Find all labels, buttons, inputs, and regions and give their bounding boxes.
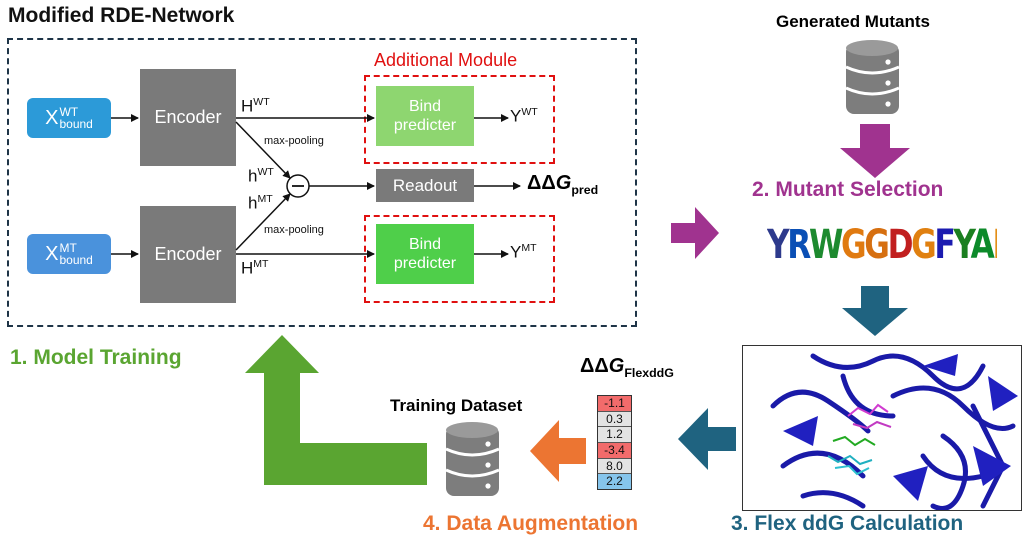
protein-structure-drawing <box>770 353 1018 510</box>
bind-predicter-wt-line2: predicter <box>393 117 457 134</box>
ddg-value-cell: -1.1 <box>598 396 631 412</box>
input-mt-base: X <box>45 242 59 265</box>
bind-predicter-wt-line1: Bind <box>408 98 442 115</box>
ddg-flex-G: G <box>608 355 625 377</box>
max-pooling-mt-label: max-pooling <box>264 224 324 236</box>
ddg-pred-G: G <box>555 172 572 194</box>
max-pooling-wt-label: max-pooling <box>264 135 324 147</box>
arrow-flexddg-to-table <box>678 408 736 470</box>
ddg-flex-delta: ΔΔ <box>580 355 609 377</box>
ddg-pred-label: ΔΔGpred <box>527 172 598 197</box>
bind-predicter-mt: Bind predicter <box>376 224 474 284</box>
encoder-wt: Encoder <box>140 69 236 166</box>
label-H-wt-sup: WT <box>253 96 270 108</box>
additional-module-frame-mt <box>364 215 555 303</box>
label-h-wt-base: h <box>248 166 258 186</box>
arrow-table-to-dataset <box>530 420 586 482</box>
input-wt-sub: bound <box>59 117 93 131</box>
ddg-value-cell: 1.2 <box>598 427 631 444</box>
label-h-mt-sup: MT <box>257 193 273 205</box>
ddg-value-cell: 8.0 <box>598 458 631 475</box>
stage-data-augmentation: 4. Data Augmentation <box>423 512 639 535</box>
ddg-pred-delta: ΔΔ <box>527 172 556 194</box>
sequence-logo-letter: A <box>970 222 995 268</box>
output-Y-mt-base: Y <box>510 242 522 262</box>
ddg-flex-sub: FlexddG <box>624 366 674 380</box>
sequence-logo-letter: G <box>911 222 937 268</box>
bind-predicter-wt: Bind predicter <box>376 86 474 146</box>
label-h-wt: hWT <box>248 166 274 187</box>
input-wt-base: X <box>45 106 59 129</box>
label-H-wt: HWT <box>241 96 270 117</box>
sequence-logo-letter: G <box>864 222 890 268</box>
label-H-mt-base: H <box>241 258 254 278</box>
output-Y-wt: YWT <box>510 106 538 127</box>
sequence-logo-letter: M <box>992 222 997 268</box>
ddg-value-cell: -3.4 <box>598 443 631 459</box>
arrow-dataset-to-training <box>245 335 427 485</box>
training-dataset-label: Training Dataset <box>390 396 523 415</box>
ddg-value-cell: 0.3 <box>598 411 631 428</box>
stage-mutant-selection: 2. Mutant Selection <box>752 178 944 201</box>
database-icon-training <box>445 422 500 496</box>
sequence-logo-letter: G <box>841 222 867 268</box>
arrow-wt-pool <box>235 121 291 179</box>
label-h-mt-base: h <box>248 193 258 213</box>
sequence-logo-letter: D <box>887 222 914 268</box>
label-h-mt: hMT <box>248 193 273 214</box>
sequence-logo-letter: F <box>934 222 955 268</box>
encoder-mt-label: Encoder <box>154 244 222 264</box>
output-Y-mt-sup: MT <box>521 242 537 254</box>
sequence-logo-letter: W <box>808 222 843 268</box>
ddg-value-cell: 2.2 <box>598 474 631 490</box>
additional-module-label: Additional Module <box>374 50 518 70</box>
sequence-logo-letter: Y <box>767 222 790 268</box>
arrow-network-to-selection <box>671 207 719 259</box>
label-H-mt-sup: MT <box>253 258 269 270</box>
protein-structure-image <box>742 345 1022 511</box>
bind-predicter-mt-line1: Bind <box>408 236 442 253</box>
encoder-wt-label: Encoder <box>154 107 222 127</box>
input-mt-sub: bound <box>59 253 93 267</box>
arrow-mt-pool <box>235 193 291 251</box>
network-title: Modified RDE-Network <box>8 4 235 27</box>
label-H-wt-base: H <box>241 96 254 116</box>
generated-mutants-label: Generated Mutants <box>776 12 930 31</box>
input-mt-sup: MT <box>59 241 77 255</box>
additional-module-frame-wt <box>364 75 555 164</box>
bind-predicter-mt-line2: predicter <box>393 255 457 272</box>
ddg-flex-label: ΔΔGFlexddG <box>580 355 674 380</box>
readout-box: Readout <box>376 169 474 202</box>
sequence-logo-letter: R <box>787 222 811 268</box>
label-h-wt-sup: WT <box>257 166 274 178</box>
sequence-logo-letters: YRWGGDGFYAMDY <box>767 222 997 268</box>
readout-label: Readout <box>392 175 458 195</box>
network-frame <box>7 38 637 327</box>
stage-model-training: 1. Model Training <box>10 346 182 369</box>
sequence-logo: YRWGGDGFYAMDY <box>767 222 997 272</box>
sequence-logo-letter: Y <box>953 222 973 268</box>
encoder-mt: Encoder <box>140 206 236 303</box>
label-H-mt: HMT <box>241 258 269 279</box>
arrow-to-selection <box>840 124 910 178</box>
output-Y-wt-sup: WT <box>521 106 538 118</box>
ddg-pred-sub: pred <box>571 183 599 197</box>
arrow-to-flexddg <box>842 286 908 336</box>
output-Y-mt: YMT <box>510 242 537 263</box>
input-wt-sup: WT <box>59 105 79 119</box>
stage-flex-ddg: 3. Flex ddG Calculation <box>731 512 964 535</box>
output-Y-wt-base: Y <box>510 106 522 126</box>
database-icon-mutants <box>845 40 900 114</box>
